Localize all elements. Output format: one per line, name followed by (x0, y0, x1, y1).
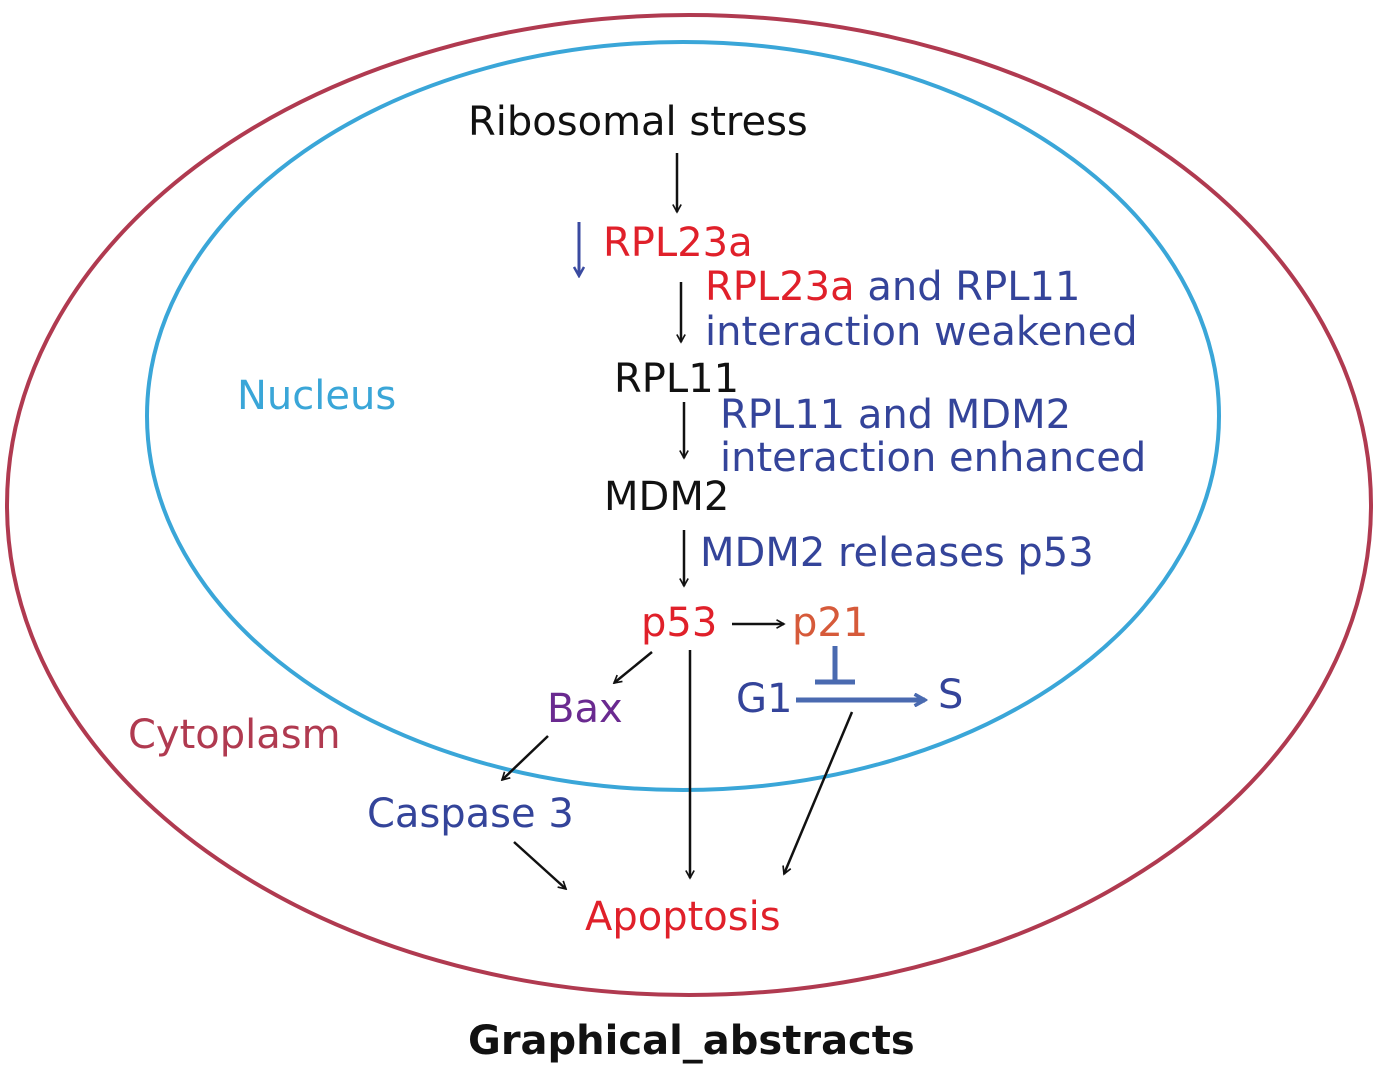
rpl23a-interaction-part2: and RPL11 (855, 264, 1081, 310)
interaction-weakened-label: interaction weakened (705, 309, 1138, 355)
caspase3-label: Caspase 3 (367, 791, 574, 837)
figure-title: Graphical_abstracts (468, 1018, 915, 1064)
rpl23a-interaction-part1: RPL23a (705, 264, 855, 310)
interaction-enhanced-label: interaction enhanced (720, 435, 1146, 481)
p21-label: p21 (792, 600, 868, 646)
apoptosis-label: Apoptosis (585, 894, 781, 940)
mdm2-releases-p53-label: MDM2 releases p53 (700, 530, 1094, 576)
rpl11-mdm2-interaction-label: RPL11 and MDM2 (720, 392, 1071, 438)
p53-label: p53 (641, 600, 717, 646)
g1-label: G1 (736, 676, 792, 722)
arrow-cellcycle-to-apoptosis (784, 711, 854, 874)
bax-label: Bax (547, 686, 623, 732)
cytoplasm-boundary (5, 13, 1373, 997)
arrow-caspase3-to-apoptosis (513, 841, 566, 889)
arrow-bax-to-caspase3 (502, 735, 549, 780)
arrow-p53-to-bax (614, 651, 653, 683)
nucleus-boundary (145, 40, 1221, 792)
rpl23a-rpl11-interaction-label: RPL23a and RPL11 (705, 264, 1080, 310)
nucleus-label: Nucleus (237, 373, 396, 419)
cytoplasm-label: Cytoplasm (128, 712, 341, 758)
mdm2-label: MDM2 (604, 474, 729, 520)
rpl11-label: RPL11 (614, 356, 739, 402)
ribosomal-stress-label: Ribosomal stress (468, 99, 808, 145)
p21-inhibition-bar (815, 646, 855, 685)
s-phase-label: S (938, 672, 963, 718)
rpl23a-label: RPL23a (603, 220, 753, 266)
